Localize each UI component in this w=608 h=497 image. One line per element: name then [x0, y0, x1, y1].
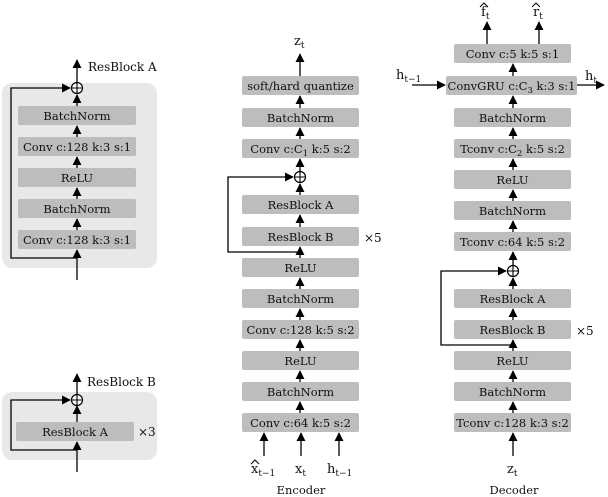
resblock-b-arrows: [10, 373, 82, 472]
decoder-repeat: ×5: [576, 324, 594, 338]
resblock-a-blocks: BatchNorm Conv c:128 k:3 s:1 ReLU BatchN…: [18, 106, 136, 249]
decoder-resblock-a: [454, 289, 571, 308]
decoder-resblock-b: [454, 320, 571, 339]
decoder-input-z: zt: [507, 462, 518, 479]
encoder-conv-128: [242, 320, 359, 339]
decoder-output-f: ft: [481, 5, 490, 22]
decoder-relu-2: [454, 351, 571, 370]
decoder-outputs: ft rt: [479, 2, 543, 22]
decoder-conv-c5: [454, 44, 571, 63]
encoder-inputs: xt−1 xt ht−1: [250, 459, 352, 479]
decoder-caption: Decoder: [489, 483, 539, 497]
encoder-conv-c1: [242, 139, 359, 158]
resblock-a-arrows: [10, 59, 82, 280]
resblock-a-batchnorm-1-label: BatchNorm: [43, 109, 110, 123]
decoder-tconv-c2-label: Tconv c:C2 k:5 s:2: [460, 142, 565, 159]
encoder-relu-1-label: ReLU: [284, 261, 316, 275]
encoder-conv-128-label: Conv c:128 k:5 s:2: [246, 323, 354, 337]
encoder-relu-2: [242, 351, 359, 370]
resblock-b-plus-icon: [71, 394, 83, 406]
resblock-a-title: ResBlock A: [88, 60, 157, 74]
encoder-batchnorm-top-label: BatchNorm: [267, 111, 334, 125]
resblock-a-batchnorm-2: [18, 199, 136, 218]
encoder-resblock-b: [242, 227, 359, 246]
decoder-batchnorm-2-label: BatchNorm: [479, 204, 546, 218]
decoder-tconv-64-label: Tconv c:64 k:5 s:2: [460, 235, 565, 249]
encoder-input-x-hat: xt−1: [251, 462, 275, 479]
decoder-resblock-b-label: ResBlock B: [480, 323, 546, 337]
decoder-tconv-c2: [454, 139, 571, 158]
resblock-b-title: ResBlock B: [87, 375, 156, 389]
encoder-output-z: zt: [294, 34, 305, 51]
resblock-a-conv-1-label: Conv c:128 k:3 s:1: [23, 140, 131, 154]
encoder-batchnorm-top: [242, 108, 359, 127]
resblock-b-inner-block: [16, 422, 134, 441]
encoder-conv-64: [242, 413, 359, 432]
resblock-a-conv-2: [18, 230, 136, 249]
decoder-batchnorm-1: [454, 108, 571, 127]
decoder-batchnorm-3: [454, 382, 571, 401]
decoder-batchnorm-1-label: BatchNorm: [479, 111, 546, 125]
encoder-resblock-a-label: ResBlock A: [268, 198, 334, 212]
encoder-quantize-label: soft/hard quantize: [247, 79, 354, 93]
resblock-a-plus-icon: [71, 82, 83, 94]
encoder-blocks: soft/hard quantize BatchNorm Conv c:C1 k…: [242, 76, 359, 432]
decoder-batchnorm-3-label: BatchNorm: [479, 385, 546, 399]
decoder-relu-1: [454, 170, 571, 189]
decoder-relu-2-label: ReLU: [496, 354, 528, 368]
encoder-batchnorm-3-label: BatchNorm: [267, 385, 334, 399]
resblock-a-conv-1: [18, 137, 136, 156]
encoder-input-x: xt: [295, 462, 306, 479]
encoder-resblock-b-label: ResBlock B: [268, 230, 334, 244]
resblock-a-batchnorm-2-label: BatchNorm: [43, 202, 110, 216]
encoder-relu-2-label: ReLU: [284, 354, 316, 368]
decoder-resblock-a-label: ResBlock A: [480, 292, 546, 306]
resblock-a-relu-label: ReLU: [61, 171, 93, 185]
encoder-batchnorm-3: [242, 382, 359, 401]
encoder-input-h: ht−1: [327, 462, 352, 479]
x-hat-accent: [250, 459, 260, 465]
resblock-a-conv-2-label: Conv c:128 k:3 s:1: [23, 233, 131, 247]
decoder-tconv-64: [454, 232, 571, 251]
encoder-batchnorm-2: [242, 289, 359, 308]
decoder-blocks: Conv c:5 k:5 s:1 ConvGRU c:C3 k:3 s:1 Ba…: [446, 44, 577, 432]
decoder-convgru-label: ConvGRU c:C3 k:3 s:1: [448, 79, 576, 96]
resblock-a-batchnorm-1: [18, 106, 136, 125]
encoder-conv-64-label: Conv c:64 k:5 s:2: [250, 416, 351, 430]
f-hat-accent: [479, 2, 489, 8]
decoder-batchnorm-2: [454, 201, 571, 220]
decoder-tconv-128: [454, 413, 571, 432]
resblock-b-inner-label: ResBlock A: [42, 425, 108, 439]
decoder-hidden-in: ht−1: [396, 68, 421, 85]
decoder-plus-icon: [507, 265, 519, 277]
encoder-quantize: [242, 76, 359, 95]
decoder-hidden-out: ht: [585, 69, 597, 86]
decoder-output-r: rt: [533, 5, 543, 22]
resblock-a-relu: [18, 168, 136, 187]
encoder-repeat: ×5: [364, 231, 382, 245]
encoder-resblock-a: [242, 195, 359, 214]
encoder-plus-icon: [294, 171, 306, 183]
encoder-conv-c1-label: Conv c:C1 k:5 s:2: [250, 142, 350, 159]
decoder-conv-c5-label: Conv c:5 k:5 s:1: [466, 47, 559, 61]
r-hat-accent: [531, 2, 541, 8]
decoder-arrows: [412, 21, 605, 456]
encoder-arrows: [227, 53, 344, 456]
encoder-relu-1: [242, 258, 359, 277]
encoder-batchnorm-2-label: BatchNorm: [267, 292, 334, 306]
decoder-convgru: [446, 76, 577, 95]
resblock-b-repeat: ×3: [138, 425, 156, 439]
decoder-relu-1-label: ReLU: [496, 173, 528, 187]
encoder-caption: Encoder: [277, 483, 326, 497]
decoder-tconv-128-label: Tconv c:128 k:3 s:2: [456, 416, 569, 430]
